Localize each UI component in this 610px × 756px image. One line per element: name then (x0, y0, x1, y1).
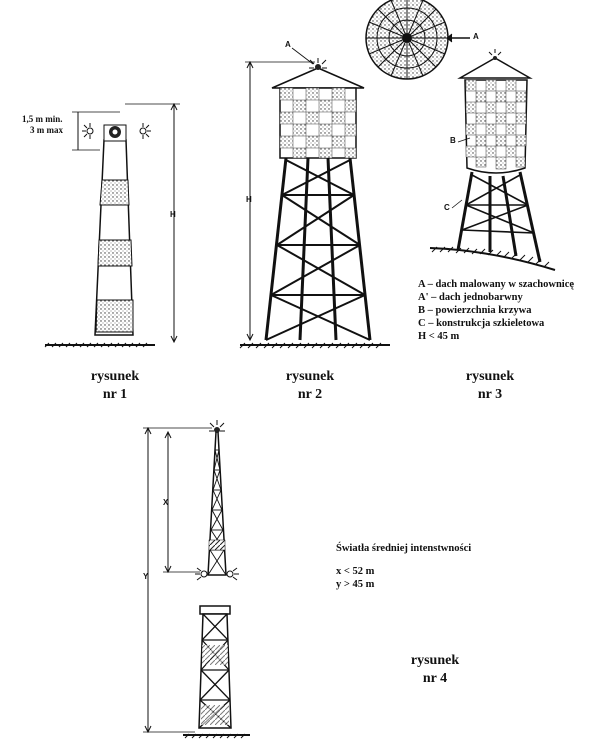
figure-4-mast (143, 420, 250, 739)
fig1-caption-word: rysunek (90, 369, 140, 384)
roof-light-3-icon (488, 49, 502, 60)
mast-top-light-icon (209, 420, 225, 433)
fig1-height-label: H (170, 210, 176, 219)
lights-note-x: x < 52 m (336, 566, 375, 577)
fig2-caption-word: rysunek (285, 369, 335, 384)
fig1-caption-number: nr 1 (102, 387, 128, 402)
fig4-caption: rysunek nr 4 (390, 652, 480, 688)
fig3-caption-number: nr 3 (477, 387, 503, 402)
legend-line-b: B – powierzchnia krzywa (418, 305, 532, 316)
fig2-roof-label: A (285, 40, 291, 49)
light-right-icon (139, 123, 151, 139)
lights-note-y: y > 45 m (336, 579, 375, 590)
legend-line-h: H < 45 m (418, 331, 460, 342)
figure-2-tower (239, 47, 390, 349)
roof-light-icon (309, 58, 327, 70)
fig4-caption-word: rysunek (410, 653, 460, 668)
legend-line-a-prime: A' – dach jednobarwny (418, 292, 523, 303)
lights-note-title: Światła średniej intenstwności (336, 543, 472, 554)
fig4-caption-number: nr 4 (422, 671, 448, 686)
legend-line-c: C – konstrukcja szkieletowa (418, 318, 545, 329)
fig1-caption: rysunek nr 1 (70, 368, 160, 404)
mast-mid-light-left-icon (195, 567, 208, 581)
legend: A – dach malowany w szachownicę A' – dac… (418, 278, 574, 343)
fig2-caption: rysunek nr 2 (265, 368, 355, 404)
mast-mid-light-right-icon (226, 567, 239, 581)
fig3-wheel-label: A (473, 32, 479, 41)
checkered-roof-view (365, 0, 470, 80)
figure-1-tower (44, 102, 180, 348)
fig1-top-note-line2: 3 m max (30, 125, 63, 135)
fig4-x-label: X (163, 498, 169, 507)
lights-note: Światła średniej intenstwności x < 52 m … (336, 542, 471, 591)
fig3-caption-word: rysunek (465, 369, 515, 384)
light-left-icon (82, 123, 94, 139)
fig2-height-label: H (246, 195, 252, 204)
fig2-caption-number: nr 2 (297, 387, 323, 402)
fig3-caption: rysunek nr 3 (445, 368, 535, 404)
legend-line-a: A – dach malowany w szachownicę (418, 279, 575, 290)
figure-3-tower (429, 49, 556, 271)
fig4-y-label: Y (143, 572, 149, 581)
fig1-top-note-line1: 1,5 m min. (22, 114, 63, 124)
fig3-label-b: B (450, 136, 456, 145)
fig3-label-c: C (444, 203, 450, 212)
